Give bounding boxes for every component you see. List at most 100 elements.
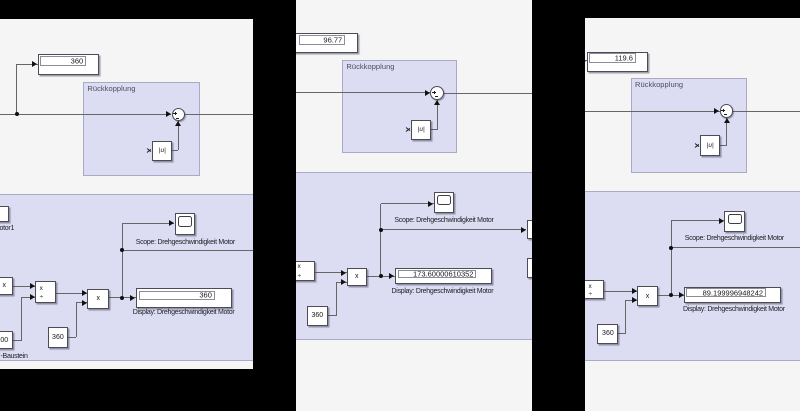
wire-segment [604, 290, 638, 292]
constant-360-text: 360 [311, 312, 324, 320]
display-motor-value-field: 89.199996948242 [686, 288, 767, 298]
display-label: Display: Drehgeschwindigkeit Motor [132, 309, 235, 317]
wire-segment [185, 113, 253, 115]
sum-block[interactable] [430, 86, 445, 100]
abs-block[interactable]: |u| [152, 140, 173, 161]
divide-op-symbol: x [297, 263, 301, 271]
divide-op-symbol: ÷ [297, 272, 302, 280]
wire-arrowhead-icon [631, 297, 637, 304]
wire-segment [670, 220, 672, 295]
display-motor[interactable]: 360 [135, 288, 232, 308]
rueckkopplung-area-label: Rückkopplung [346, 62, 395, 72]
product-block[interactable]: x [637, 285, 658, 307]
wire-segment [380, 229, 527, 231]
abs-block[interactable]: |u| [700, 135, 721, 156]
wire-segment [335, 282, 337, 316]
cut-constant-text: 00 [0, 336, 9, 344]
display-soll-value-field: 360 [40, 56, 87, 67]
wire-arrowhead-icon [718, 217, 724, 224]
wire-segment [380, 203, 382, 277]
constant-360[interactable]: 360 [306, 305, 328, 327]
wire-arrowhead-icon [585, 57, 587, 64]
divide-block[interactable]: x÷ [35, 281, 56, 303]
cut-block-motor1[interactable] [0, 205, 9, 222]
display-soll[interactable]: 96.77 [296, 33, 359, 54]
divide-block[interactable]: x÷ [296, 261, 315, 281]
baustein-area[interactable] [296, 172, 532, 340]
product-block[interactable]: x [346, 267, 367, 287]
wire-segment [671, 220, 725, 222]
wire-arrowhead-icon [81, 299, 87, 306]
sum-block[interactable] [719, 104, 734, 119]
wire-segment [67, 336, 77, 338]
wire-segment [733, 110, 800, 112]
constant-360[interactable]: 360 [597, 323, 619, 344]
wire-segment [122, 249, 253, 251]
display-label: Display: Drehgeschwindigkeit Motor [391, 287, 494, 295]
wire-arrowhead-icon [341, 279, 347, 286]
display-motor-value-field: 173.60000610352 [398, 270, 477, 279]
label-motor1: otor1 [0, 225, 15, 233]
display-motor[interactable]: 173.60000610352 [394, 268, 492, 285]
sum-plus-sign [722, 108, 724, 113]
wire-arrowhead-icon [631, 288, 637, 294]
divide-op-symbol: ÷ [39, 294, 44, 302]
sum-minus-sign [176, 117, 180, 119]
wire-segment [21, 296, 35, 298]
wire-segment [585, 110, 720, 112]
product-block-text: x [354, 273, 359, 281]
abs-u-symbol: |u| [158, 147, 166, 155]
cut-block-right-a[interactable] [527, 219, 532, 239]
baustein-area[interactable] [585, 191, 800, 361]
wire-arrowhead-icon [341, 269, 347, 276]
scope-block[interactable] [174, 213, 195, 235]
scope-label: Scope: Drehgeschwindigkeit Motor [135, 239, 235, 247]
display-motor[interactable]: 89.199996948242 [684, 286, 782, 304]
wire-segment [177, 121, 179, 151]
wire-segment [380, 203, 434, 204]
scope-screen-icon [177, 216, 192, 227]
scope-screen-icon [436, 195, 451, 206]
wire-junction-dot [378, 274, 383, 279]
wire-arrowhead-icon [29, 294, 35, 300]
display-soll-value: 96.77 [323, 35, 343, 45]
display-motor-value-field: 360 [138, 290, 215, 300]
wire-junction-dot [669, 245, 673, 250]
sum-minus-sign [434, 96, 439, 98]
cut-block-right-b[interactable] [527, 258, 532, 278]
wire-segment [121, 223, 123, 298]
rueckkopplung-area[interactable]: Rückkopplung [631, 77, 748, 174]
sum-block[interactable] [171, 107, 186, 122]
rueckkopplung-area[interactable]: Rückkopplung [342, 60, 458, 154]
wire-arrowhead-icon [81, 290, 87, 296]
abs-block[interactable]: |u| [411, 119, 432, 140]
constant-360[interactable]: 360 [48, 326, 68, 348]
wire-junction-dot [378, 227, 383, 232]
product-block[interactable]: x [87, 288, 110, 310]
constant-360-text: 360 [602, 330, 614, 337]
scope-block[interactable] [433, 192, 454, 214]
wire-segment [314, 272, 347, 274]
scope-block[interactable] [724, 210, 745, 233]
display-soll[interactable]: 360 [37, 54, 100, 76]
wire-segment [625, 299, 638, 301]
rueckkopplung-area[interactable]: Rückkopplung [83, 82, 200, 176]
wire-arrowhead-icon [165, 111, 171, 118]
wire-segment [296, 92, 431, 94]
baustein-area[interactable] [0, 193, 253, 361]
input-port-chevron-icon [146, 147, 152, 155]
wire-junction-dot [14, 112, 19, 117]
wire-arrowhead-icon [714, 108, 720, 115]
display-label: Display: Drehgeschwindigkeit Motor [683, 306, 785, 314]
panel-right: Rückkopplung 119.6 |u| 89.199996948242 x x÷ 36… [585, 18, 800, 411]
divide-block[interactable]: x÷ [585, 279, 605, 299]
wire-segment [431, 129, 438, 130]
cut-product-block[interactable]: x [0, 276, 13, 295]
wire-segment [12, 339, 22, 341]
wire-arrowhead-icon [169, 220, 174, 227]
display-soll[interactable]: 119.6 [586, 51, 649, 72]
wire-segment [75, 302, 77, 338]
divide-op-symbol: ÷ [588, 290, 593, 298]
wire-segment [720, 145, 727, 146]
cut-constant[interactable]: 00 [0, 331, 13, 350]
